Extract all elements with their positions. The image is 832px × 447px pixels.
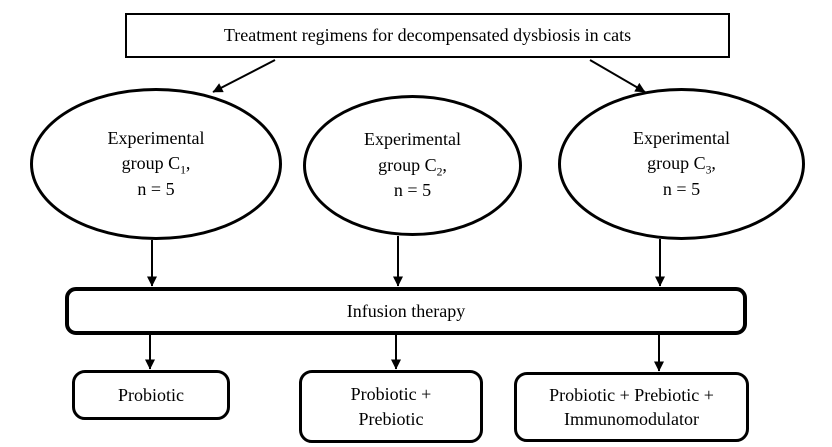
infusion-therapy-node: Infusion therapy — [65, 287, 747, 335]
group-c2-line1: Experimental — [364, 129, 461, 150]
connector-root-to-c3 — [589, 59, 646, 93]
treatment-node-probiotic: Probiotic — [72, 370, 230, 420]
infusion-therapy-label: Infusion therapy — [346, 300, 466, 321]
treatment-node-probiotic-prebiotic: Probiotic + Prebiotic — [299, 370, 483, 443]
treatment-probiotic-prebiotic-label: Probiotic + Prebiotic — [350, 384, 432, 429]
group-c3-line1: Experimental — [633, 127, 730, 148]
treatment-probiotic-label: Probiotic — [118, 384, 184, 405]
root-node-treatment-regimens: Treatment regimens for decompensated dys… — [125, 13, 730, 58]
treatment-probiotic-prebiotic-immunomodulator-label: Probiotic + Prebiotic + Immunomodulator — [549, 384, 714, 429]
group-c1-line3: n = 5 — [137, 178, 175, 199]
group-c3-subscript: 3 — [705, 163, 712, 177]
group-c3-line3: n = 5 — [662, 178, 701, 199]
connector-root-to-c1 — [212, 59, 276, 93]
group-node-c2: Experimental group C2, n = 5 — [303, 95, 522, 236]
group-node-c3: Experimental group C3, n = 5 — [558, 88, 805, 240]
group-node-c1: Experimental group C1, n = 5 — [30, 88, 282, 240]
group-c2-subscript: 2 — [436, 165, 443, 179]
group-node-c1-label: Experimental group C1, n = 5 — [108, 126, 205, 203]
group-node-c3-label: Experimental group C3, n = 5 — [633, 126, 730, 203]
group-node-c2-label: Experimental group C2, n = 5 — [364, 127, 461, 204]
group-c2-line3: n = 5 — [393, 180, 432, 201]
group-c3-line2-prefix: group C — [647, 153, 706, 174]
treatment-node-probiotic-prebiotic-immunomodulator: Probiotic + Prebiotic + Immunomodulator — [514, 372, 749, 442]
group-c1-line1: Experimental — [107, 127, 205, 148]
group-c3-line2-suffix: , — [711, 153, 716, 174]
group-c1-line2-prefix: group C — [121, 153, 181, 174]
group-c2-line2-suffix: , — [442, 154, 447, 175]
root-node-label: Treatment regimens for decompensated dys… — [223, 25, 632, 45]
group-c1-line2-suffix: , — [185, 153, 191, 174]
group-c1-subscript: 1 — [180, 163, 186, 177]
group-c2-line2-prefix: group C — [378, 154, 437, 175]
